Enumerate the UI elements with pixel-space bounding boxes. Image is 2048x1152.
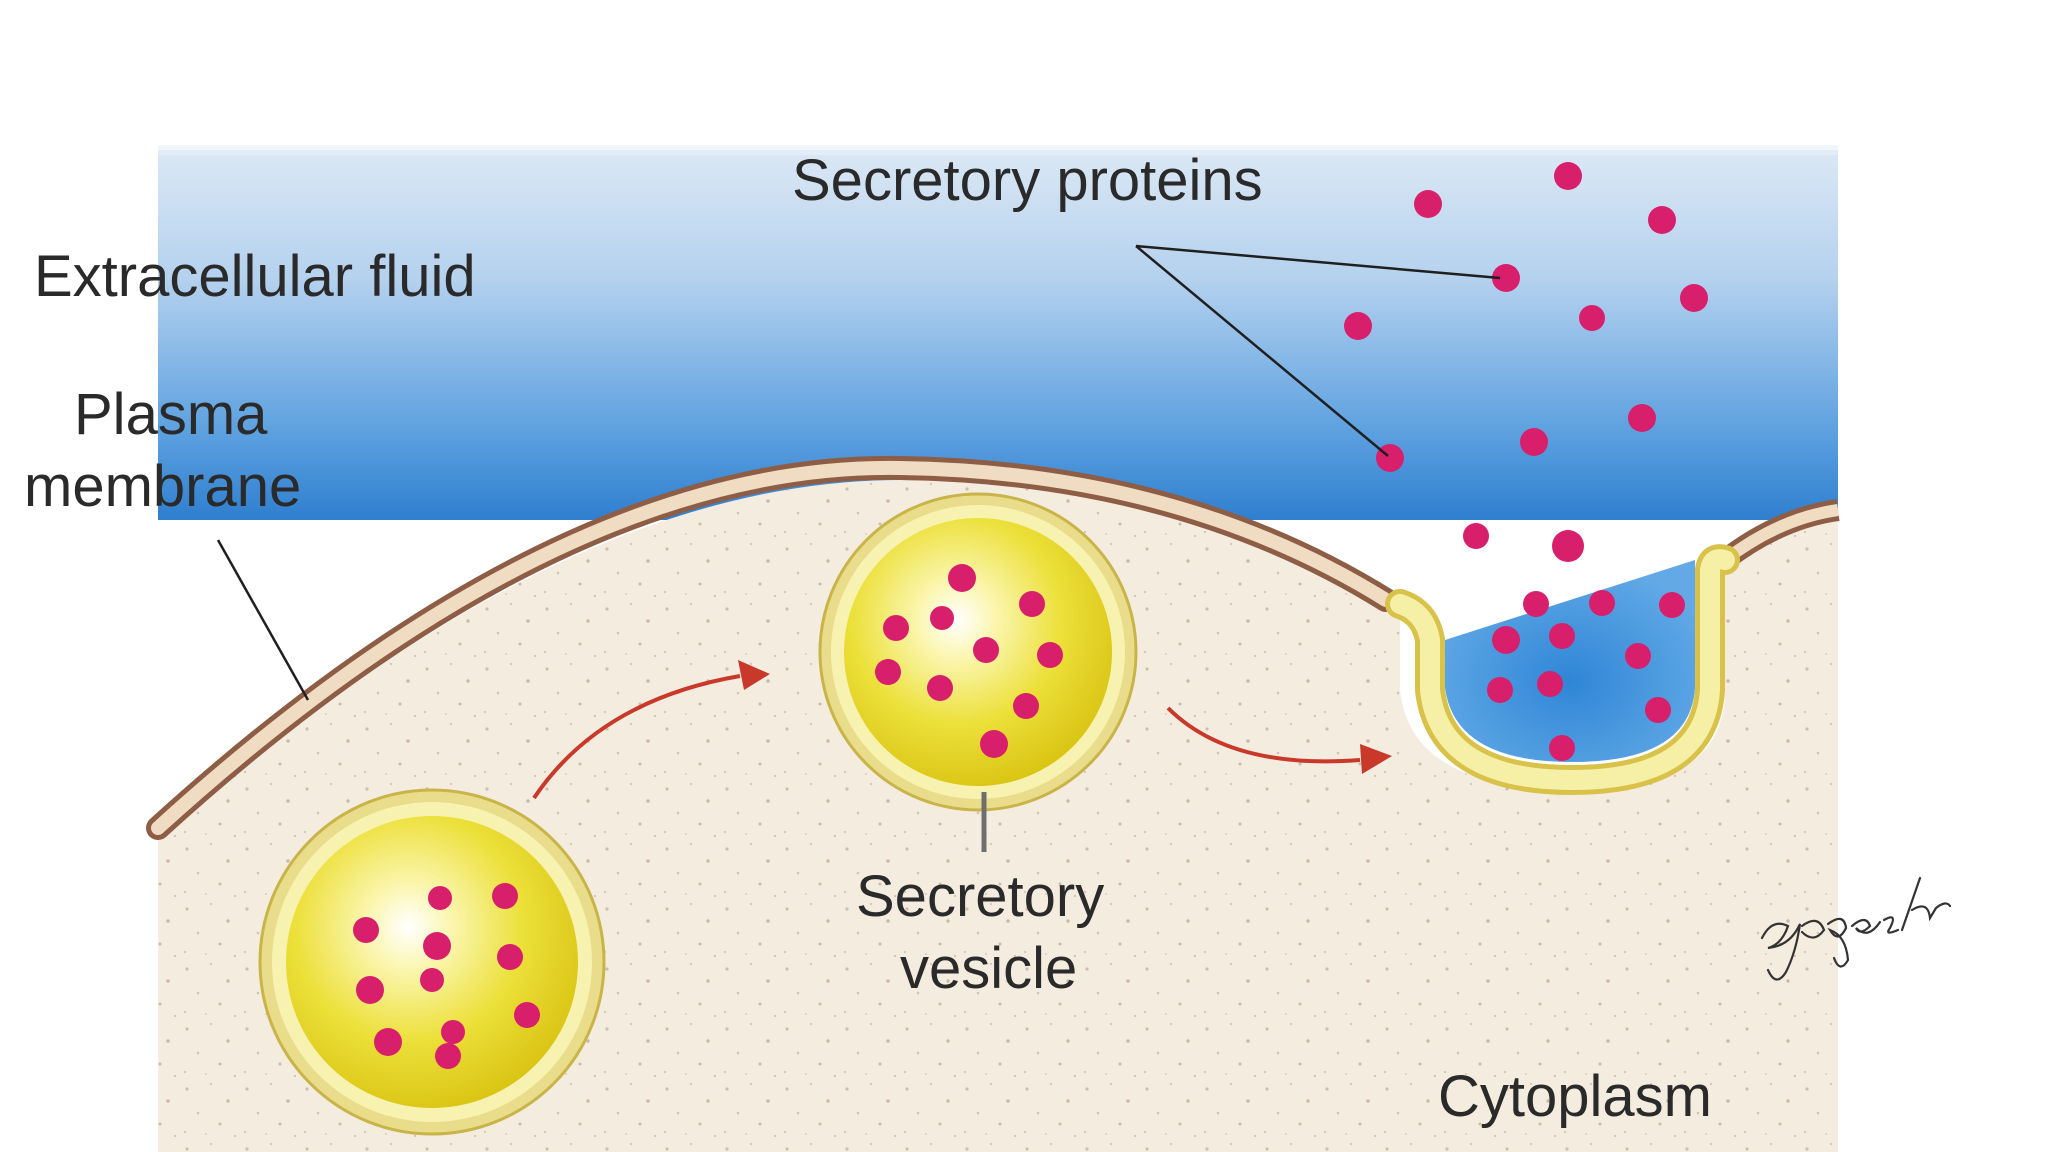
- protein-dot: [1589, 590, 1615, 616]
- protein-dot: [435, 1043, 461, 1069]
- label-plasma-line1: Plasma: [74, 382, 268, 447]
- protein-dot: [1628, 404, 1656, 432]
- protein-dot: [1549, 623, 1575, 649]
- plasma-membrane: [146, 455, 1840, 840]
- fused-vesicle-pit: [1385, 544, 1740, 796]
- pointer-lines: [216, 244, 1501, 852]
- protein-dot: [980, 730, 1008, 758]
- protein-dot: [973, 637, 999, 663]
- protein-dot: [1019, 591, 1045, 617]
- label-secretory-vesicle-line2: vesicle: [900, 936, 1077, 1001]
- protein-dot: [374, 1028, 402, 1056]
- protein-dot: [1537, 671, 1563, 697]
- protein-dot: [883, 615, 909, 641]
- pit-proteins: [1487, 590, 1685, 761]
- protein-dot: [441, 1020, 465, 1044]
- label-cytoplasm: Cytoplasm: [1438, 1064, 1712, 1129]
- labels: Secretory proteins Extracellular fluid P…: [24, 148, 1712, 1129]
- protein-dot: [420, 968, 444, 992]
- pointer-proteins-b: [1135, 245, 1389, 457]
- protein-dot: [1579, 305, 1605, 331]
- protein-dot: [353, 917, 379, 943]
- protein-dot: [927, 675, 953, 701]
- protein-dot: [930, 606, 954, 630]
- protein-dot: [1344, 312, 1372, 340]
- protein-dot: [497, 944, 523, 970]
- protein-dot: [492, 883, 518, 909]
- protein-dot: [1414, 190, 1442, 218]
- protein-dot: [875, 659, 901, 685]
- pointer-proteins-a: [1135, 244, 1501, 280]
- protein-dot: [1463, 523, 1489, 549]
- arrow-vesicle-to-membrane: [532, 674, 741, 800]
- protein-dot: [1648, 206, 1676, 234]
- label-secretory-vesicle-line1: Secretory: [856, 864, 1104, 929]
- transport-arrows: [532, 660, 1392, 800]
- label-extracellular-fluid: Extracellular fluid: [34, 244, 476, 309]
- protein-dot: [1625, 643, 1651, 669]
- artist-signature: [1760, 876, 1952, 981]
- released-proteins: [1344, 162, 1708, 562]
- label-plasma-line2: membrane: [24, 454, 301, 519]
- protein-dot: [1554, 162, 1582, 190]
- pointer-membrane: [216, 539, 310, 701]
- protein-dot: [1552, 530, 1584, 562]
- protein-dot: [514, 1002, 540, 1028]
- arrowhead-2: [1360, 744, 1392, 774]
- vesicle-1-proteins: [353, 883, 540, 1069]
- arrowhead-1: [738, 660, 770, 690]
- protein-dot: [1520, 428, 1548, 456]
- protein-dot: [1680, 284, 1708, 312]
- protein-dot: [1492, 626, 1520, 654]
- protein-dot: [1523, 591, 1549, 617]
- protein-dot: [1549, 735, 1575, 761]
- label-secretory-proteins: Secretory proteins: [792, 148, 1263, 213]
- protein-dot: [356, 976, 384, 1004]
- secretory-vesicle-1: [258, 788, 606, 1136]
- arrow-vesicle-to-pit: [1166, 706, 1361, 764]
- protein-dot: [948, 564, 976, 592]
- protein-dot: [1487, 677, 1513, 703]
- protein-dot: [1037, 642, 1063, 668]
- protein-dot: [1659, 592, 1685, 618]
- protein-dot: [423, 932, 451, 960]
- protein-dot: [1013, 693, 1039, 719]
- protein-dot: [1492, 264, 1520, 292]
- extracellular-fluid-region: [158, 145, 1838, 520]
- protein-dot: [428, 886, 452, 910]
- protein-dot: [1645, 697, 1671, 723]
- vesicle-2-proteins: [875, 564, 1063, 758]
